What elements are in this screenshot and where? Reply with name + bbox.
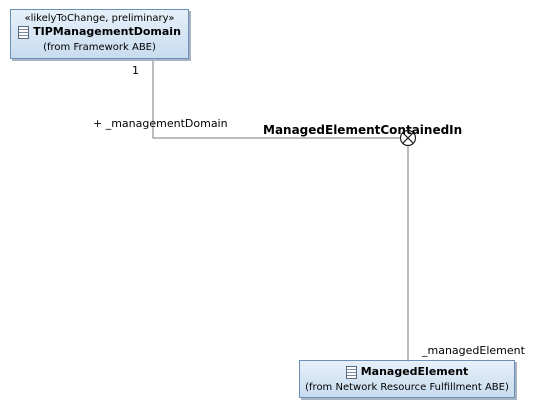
class-origin: (from Framework ABE)	[43, 42, 156, 53]
class-icon	[18, 25, 30, 39]
association-name: ManagedElementContainedIn	[263, 123, 463, 137]
multiplicity-label: 1	[132, 64, 139, 77]
class-title: ManagedElement	[300, 365, 514, 379]
class-managed-element[interactable]: ManagedElement (from Network Resource Fu…	[299, 360, 515, 398]
class-icon	[345, 365, 357, 379]
class-name: ManagedElement	[360, 365, 469, 378]
role-label-management-domain: + _managementDomain	[93, 117, 228, 130]
class-tip-management-domain[interactable]: «likelyToChange, preliminary» TIPManagem…	[10, 9, 189, 59]
containment-symbol-icon	[399, 129, 417, 147]
class-name: TIPManagementDomain	[33, 25, 181, 38]
class-origin: (from Network Resource Fulfillment ABE)	[305, 382, 509, 393]
role-label-managed-element: _managedElement	[422, 344, 525, 357]
association-line-domain[interactable]	[152, 60, 400, 139]
class-title: TIPManagementDomain	[11, 25, 188, 39]
class-stereotype: «likelyToChange, preliminary»	[24, 13, 175, 24]
